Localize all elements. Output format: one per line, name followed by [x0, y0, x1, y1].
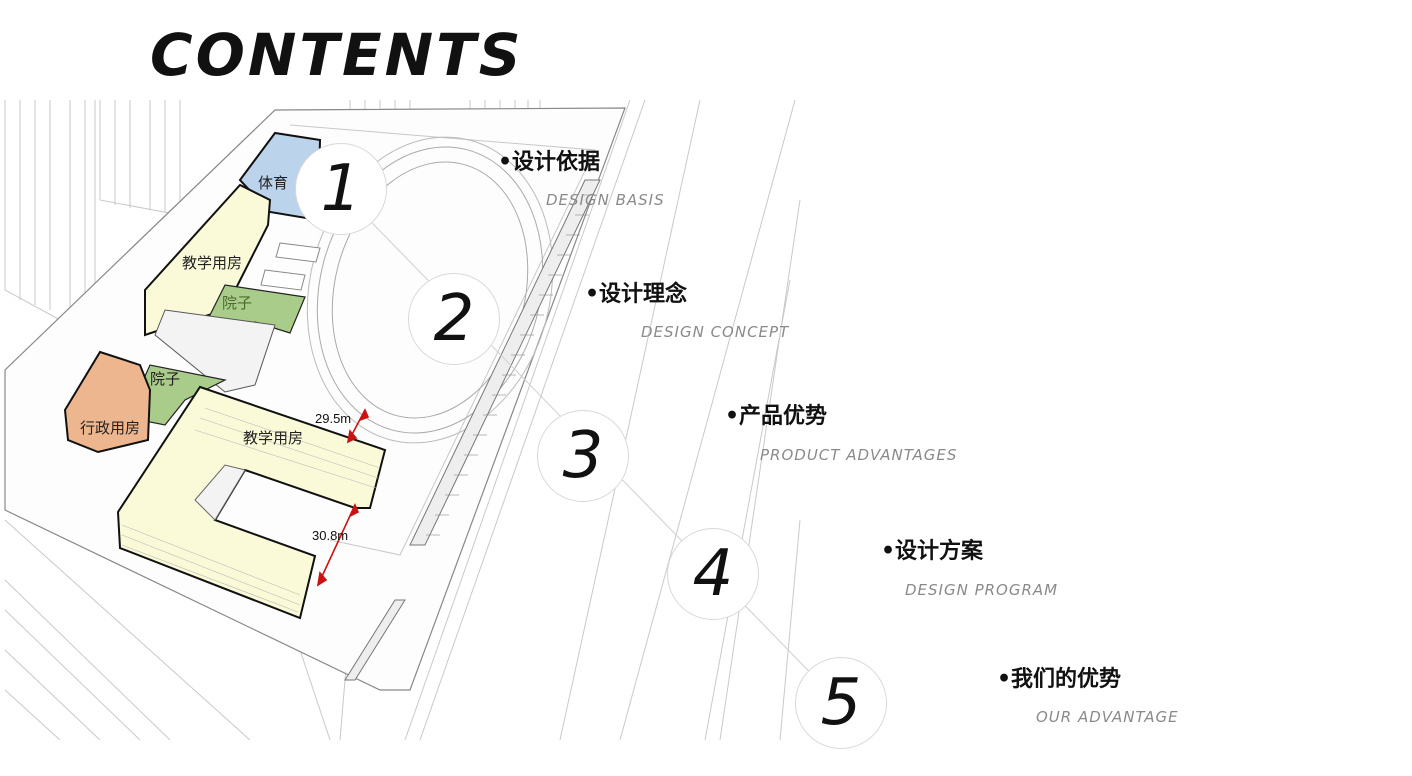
section-4-title: •设计方案	[881, 538, 984, 564]
section-number-4-circle: 4	[667, 528, 759, 620]
teaching-building-bottom-label: 教学用房	[243, 430, 304, 447]
section-number-5-circle: 5	[795, 657, 887, 749]
teaching-building-top-label: 教学用房	[182, 255, 243, 272]
section-4-subtitle: DESIGN PROGRAM	[905, 581, 1059, 599]
section-5-subtitle: OUR ADVANTAGE	[1036, 708, 1179, 726]
section-5-title: •我们的优势	[997, 666, 1122, 692]
section-1-subtitle: DESIGN BASIS	[546, 191, 665, 209]
courtyard-top-label: 院子	[222, 295, 253, 312]
section-number-3-circle: 3	[537, 410, 629, 502]
section-1-title: •设计依据	[498, 149, 601, 175]
courtyard-middle-label: 院子	[150, 371, 181, 388]
section-3-subtitle: PRODUCT ADVANTAGES	[760, 446, 958, 464]
section-3-title: •产品优势	[725, 403, 828, 429]
section-2-subtitle: DESIGN CONCEPT	[641, 323, 790, 341]
section-number-1-circle: 1	[295, 143, 387, 235]
section-2-title: •设计理念	[585, 281, 688, 307]
sports-hall-label: 体育	[258, 175, 289, 192]
section-number-2-circle: 2	[408, 273, 500, 365]
admin-building-label: 行政用房	[80, 420, 141, 437]
dimension-label-2: 30.8m	[312, 528, 349, 543]
page-title: CONTENTS	[150, 21, 524, 89]
dimension-label-1: 29.5m	[315, 411, 352, 426]
